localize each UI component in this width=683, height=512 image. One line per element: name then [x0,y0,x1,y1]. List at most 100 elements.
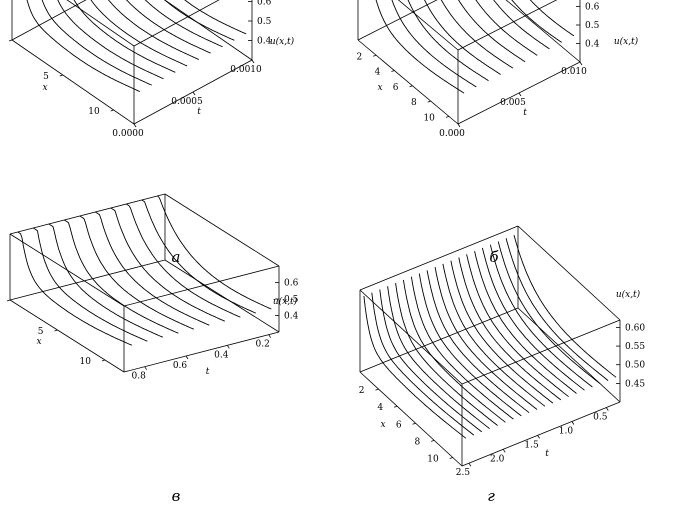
panel-v: 0510x0.80.60.40.2t0.40.50.6u(x,t)в [6,193,299,505]
x-tick-mark [373,54,377,57]
surface-curve [513,234,617,378]
surface-curve [440,0,514,69]
surface-curve [418,273,522,417]
surface-curve [63,219,179,334]
t-tick-mark [251,59,255,64]
x-tick-mark [8,39,13,42]
surface-curve [126,203,241,318]
surface-curve [26,0,141,92]
z-axis-label: u(x,t) [614,36,639,47]
surface-curve [164,0,235,41]
surface-curve [458,257,562,401]
surface-curve [529,0,575,37]
surface-curve [371,292,475,436]
t-axis-label: t [206,367,210,377]
surface-curve [493,0,550,50]
surface-curve [90,0,188,67]
z-tick-label: 0.5 [585,21,600,31]
x-tick-label: 10 [427,455,439,465]
surface-curve [407,0,489,82]
x-tick-mark [54,329,58,332]
t-tick-label: 1.0 [559,427,574,437]
surface-curve [474,251,577,394]
box-edge [397,0,459,51]
t-tick-mark [268,334,272,338]
panel-label: в [172,487,181,505]
surface-curve [395,283,498,426]
t-tick-mark [571,421,575,425]
x-axis-label: x [42,83,47,93]
x-tick-mark [101,359,106,362]
z-tick-label: 0.55 [625,342,645,352]
box-edge [11,39,135,125]
surface-curve [391,0,477,88]
x-tick-mark [412,422,416,425]
surface-curve [73,0,176,73]
panel-label: г [487,487,495,505]
z-axis-label: u(x,t) [270,36,295,47]
surface-curve [466,254,569,398]
t-tick-label: 0.0000 [112,129,144,139]
z-tick-label: 0.45 [625,379,645,389]
surface-curve [110,207,225,322]
surface-curve [79,215,194,330]
surface-curve [41,0,152,86]
z-tick-label: 0.6 [257,0,272,8]
box-edge [457,0,558,51]
surface-curve [156,195,272,310]
x-tick-mark [391,70,395,72]
x-tick-label: 8 [411,98,417,108]
x-tick-mark [445,116,450,118]
t-axis-label: t [197,107,201,117]
x-tick-label: 10 [88,107,100,117]
t-axis-label: t [545,449,549,459]
t-tick-mark [468,462,472,467]
box-edge [123,331,280,373]
surface-curve [387,286,490,430]
x-tick-label: 5 [38,327,44,337]
box-edge [164,259,280,333]
surface-curve [511,0,562,43]
x-axis-label: x [380,420,385,430]
x-tick-mark [409,85,413,88]
box-edge [164,193,280,267]
x-tick-mark [59,74,63,77]
t-tick-mark [192,91,196,96]
box-edge [66,0,135,47]
box-edge [133,0,220,47]
z-tick-label: 0.4 [585,40,600,50]
surface-curve [505,238,609,381]
box-edge [359,371,463,467]
box-edge [517,225,621,321]
box-edge [461,401,621,467]
z-tick-label: 0.5 [284,295,299,305]
z-tick-label: 0.5 [257,17,272,27]
z-tick-label: 0.4 [284,312,299,322]
surface-curve [363,295,467,439]
box-edge [359,307,519,373]
surface-curve [379,289,483,433]
surface-curve [497,241,601,385]
surface-curve [481,247,585,391]
x-tick-label: 5 [43,72,49,82]
surface-curve [442,263,546,407]
surface-curve [126,0,211,54]
z-axis-label: u(x,t) [273,296,298,307]
x-tick-label: 4 [377,403,383,413]
box-edge [359,289,463,385]
t-tick-mark [605,407,609,411]
panel-g: 246810x2.52.01.51.00.5t0.450.500.550.60u… [359,225,645,505]
t-tick-label: 0.4 [214,350,229,360]
z-tick-label: 0.50 [625,361,645,371]
t-tick-mark [579,61,583,66]
t-tick-mark [537,435,540,439]
panel-label: б [489,248,499,266]
box-edge [505,0,581,63]
surface-curve [32,227,148,342]
t-tick-mark [185,355,189,360]
t-tick-mark [518,92,522,97]
x-tick-label: 8 [414,437,420,447]
x-tick-label: 2 [359,386,365,396]
x-tick-mark [375,388,379,391]
